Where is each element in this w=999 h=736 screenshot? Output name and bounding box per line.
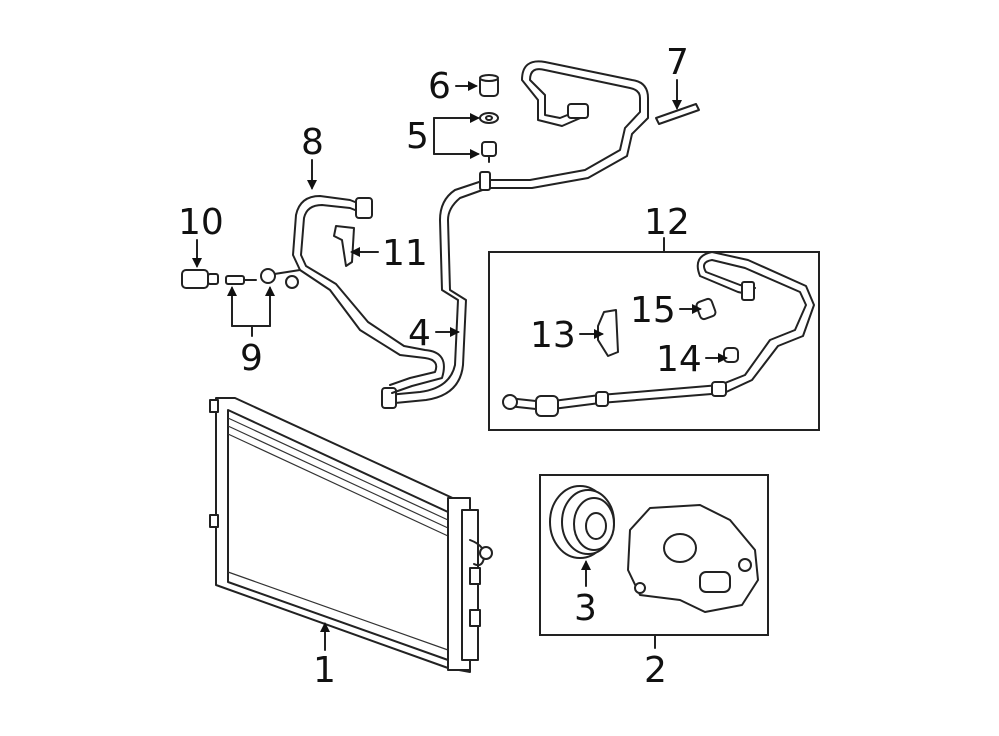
condenser: [209, 397, 493, 673]
callout-15: 15: [630, 290, 676, 331]
clutch-pulley: [549, 485, 615, 559]
liquid-line: [381, 60, 649, 409]
callout-4: 4: [408, 313, 431, 354]
leader-lines: [192, 79, 728, 651]
callout-13: 13: [530, 315, 576, 356]
bracket: [333, 225, 355, 267]
callout-11: 11: [382, 233, 428, 274]
valve-core: [225, 275, 257, 285]
callout-7: 7: [666, 42, 689, 83]
hose-assembly-box: [488, 251, 820, 431]
callout-labels: 1 2 3 4 5 6 7 8 9 10 11 12 13 14 15: [178, 42, 702, 691]
tube: [655, 103, 700, 125]
suction-hose: [260, 195, 445, 394]
cap: [479, 74, 499, 97]
callout-6: 6: [428, 66, 451, 107]
callout-14: 14: [656, 339, 702, 380]
callout-9: 9: [240, 338, 263, 379]
callout-1: 1: [313, 650, 336, 691]
cap-14: [723, 347, 739, 363]
callout-10: 10: [178, 202, 224, 243]
compressor-box: [539, 474, 769, 636]
callout-3: 3: [574, 588, 597, 629]
compressor-body: [627, 504, 759, 613]
callout-8: 8: [301, 122, 324, 163]
pressure-switch: [181, 269, 219, 289]
seal-and-valve: [479, 112, 499, 163]
callout-5: 5: [406, 116, 429, 157]
bracket-13: [597, 309, 619, 357]
callout-12: 12: [644, 202, 690, 243]
callout-2: 2: [644, 650, 667, 691]
